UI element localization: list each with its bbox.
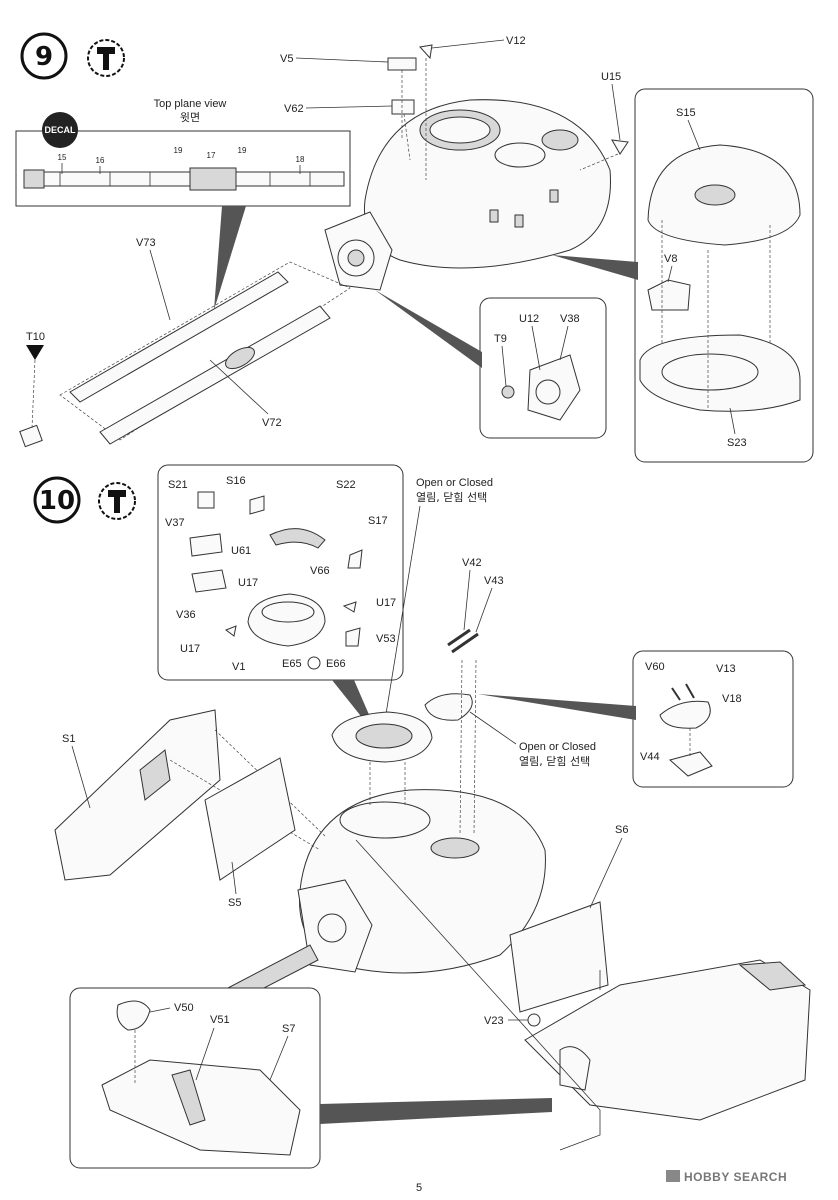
plate-s6: [509, 901, 609, 1013]
label-S6: S6: [615, 824, 628, 836]
stowage-s1: [54, 709, 221, 881]
label-V1: V1: [232, 661, 245, 673]
label-S7: S7: [282, 1023, 295, 1035]
inset-t9-pointer: [375, 290, 482, 368]
inset-hatch-pointer: [478, 694, 636, 720]
label-E65: E65: [282, 658, 302, 670]
callout-pointer: [214, 206, 246, 310]
label-S21: S21: [168, 479, 188, 491]
part-v51-shape: [171, 1069, 206, 1126]
label-V53: V53: [376, 633, 396, 645]
decal-18: 18: [296, 155, 305, 164]
label-V44: V44: [640, 751, 660, 763]
barrel-top-view: [23, 167, 345, 191]
label-U17-a: U17: [238, 577, 258, 589]
plate-s5: [204, 757, 296, 881]
turret-assembly: [363, 99, 611, 269]
part-v5-shape: [387, 57, 417, 71]
label-S17: S17: [368, 515, 388, 527]
open-closed-note-2-kr: 열림, 닫힘 선택: [519, 755, 590, 768]
label-V43: V43: [484, 575, 504, 587]
label-V73: V73: [136, 237, 156, 249]
part-u15-shape: [611, 139, 629, 155]
label-S15: S15: [676, 107, 696, 119]
label-V51: V51: [210, 1014, 230, 1026]
label-S22: S22: [336, 479, 356, 491]
decal-17: 17: [207, 151, 216, 160]
open-closed-note-1-kr: 열림, 닫힘 선택: [416, 491, 487, 504]
label-V62: V62: [284, 103, 304, 115]
decal-19b: 19: [238, 146, 247, 155]
hatch-lid: [424, 693, 473, 721]
label-U61: U61: [231, 545, 251, 557]
barrel-assembly: [19, 261, 351, 448]
decal-15: 15: [58, 153, 67, 162]
t10-marker: T10: [26, 331, 45, 360]
label-V8: V8: [664, 253, 677, 265]
watermark: HOBBY SEARCH: [666, 1170, 787, 1184]
label-S1: S1: [62, 733, 75, 745]
label-V50: V50: [174, 1002, 194, 1014]
part-v50-shape: [116, 1000, 151, 1031]
label-S5: S5: [228, 897, 241, 909]
part-v23-shape: [527, 1013, 541, 1027]
label-V72: V72: [262, 417, 282, 429]
label-V23: V23: [484, 1015, 504, 1027]
glue-icon-2: [98, 482, 136, 520]
label-V5: V5: [280, 53, 293, 65]
decal-16: 16: [96, 156, 105, 165]
rear-bustle: [524, 959, 811, 1121]
decal-19a: 19: [174, 146, 183, 155]
top-view-title-kr: 윗면: [180, 111, 200, 124]
step-9-badge: 9: [20, 32, 68, 80]
label-U12: U12: [519, 313, 539, 325]
decal-label: DECAL: [45, 125, 77, 135]
label-V13: V13: [716, 663, 736, 675]
label-S23: S23: [727, 437, 747, 449]
inset-pointer: [552, 255, 638, 280]
inset-cupola: [157, 464, 404, 681]
watermark-text: HOBBY SEARCH: [684, 1170, 787, 1184]
label-V12: V12: [506, 35, 526, 47]
label-V66: V66: [310, 565, 330, 577]
label-E66: E66: [326, 658, 346, 670]
step-10-badge: 10: [33, 476, 81, 524]
glue-icon: [87, 39, 125, 77]
label-S16: S16: [226, 475, 246, 487]
gun-mantlet: [324, 211, 393, 291]
inset-s7-pointer: [320, 1098, 552, 1124]
part-v62-shape: [391, 99, 415, 115]
open-closed-note-1: Open or Closed: [416, 477, 493, 489]
open-closed-note-2: Open or Closed: [519, 741, 596, 753]
label-T10: T10: [26, 331, 45, 343]
guide-line: [355, 839, 601, 1151]
label-U15: U15: [601, 71, 621, 83]
part-v12-shape: [419, 44, 433, 60]
label-U17-b: U17: [376, 597, 396, 609]
label-T9: T9: [494, 333, 507, 345]
step-10-number: 10: [39, 486, 75, 516]
label-V38: V38: [560, 313, 580, 325]
part-v8-shape: [647, 279, 691, 311]
label-V37: V37: [165, 517, 185, 529]
label-V42: V42: [462, 557, 482, 569]
label-V18: V18: [722, 693, 742, 705]
label-U17-c: U17: [180, 643, 200, 655]
label-V36: V36: [176, 609, 196, 621]
page-number: 5: [415, 1182, 423, 1194]
label-V60: V60: [645, 661, 665, 673]
decal-badge: DECAL: [42, 112, 78, 148]
top-view-title: Top plane view: [154, 98, 227, 110]
step-9-number: 9: [35, 42, 53, 72]
